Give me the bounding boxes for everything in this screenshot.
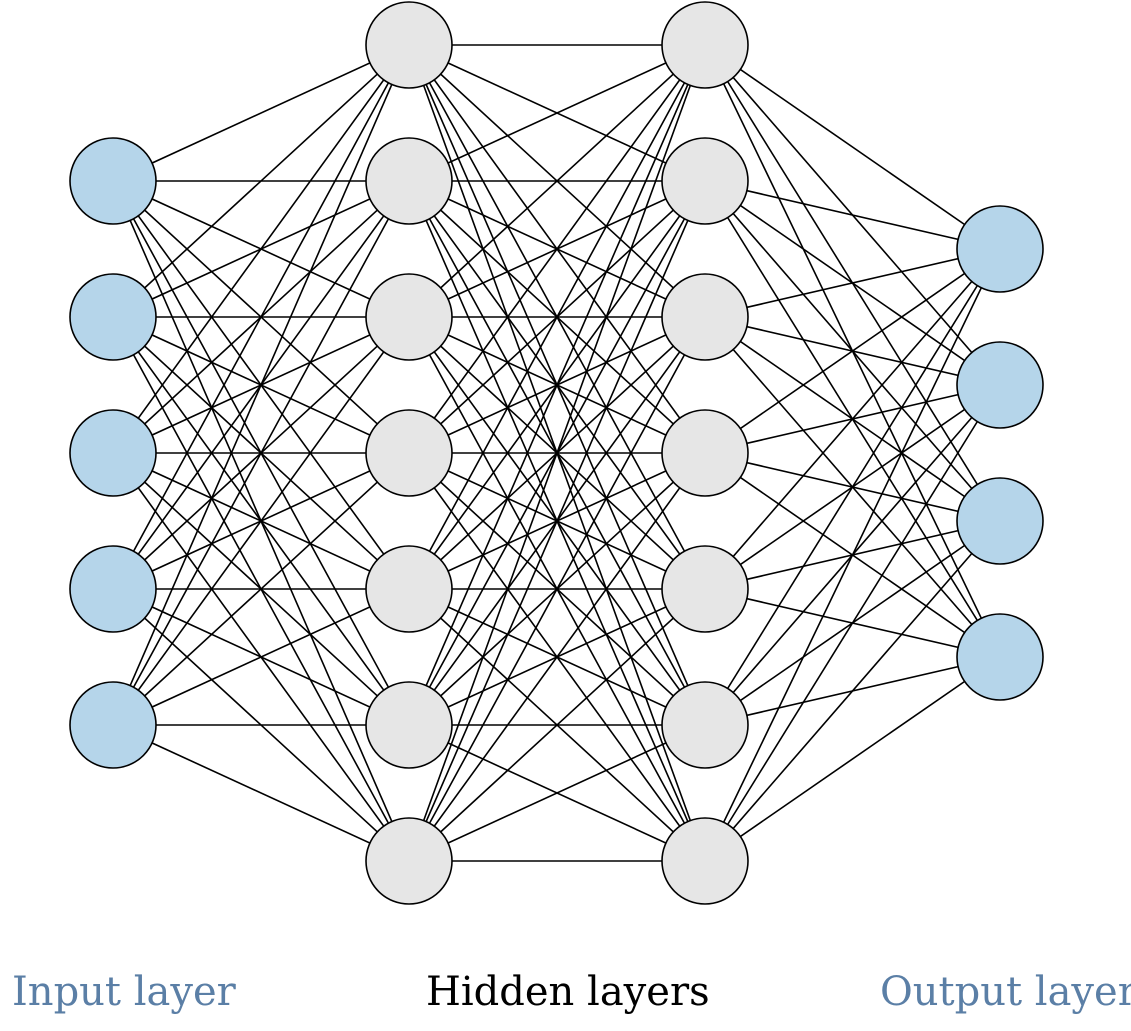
connection-l1-n5-to-l2-n5: [112, 588, 410, 726]
connection-l1-n5-to-l2-n1: [112, 44, 410, 726]
hidden-2-neuron-3: [661, 273, 749, 361]
connection-l1-n5-to-l2-n3: [112, 316, 410, 726]
input-neuron-4: [69, 545, 157, 633]
hidden-1-neuron-6: [365, 681, 453, 769]
hidden-layers-label: Hidden layers: [426, 969, 710, 1015]
hidden-1-neuron-7: [365, 817, 453, 905]
input-neuron-3: [69, 409, 157, 497]
output-neuron-4: [956, 613, 1044, 701]
input-neuron-1: [69, 137, 157, 225]
connection-l3-n3-to-l4-n1: [704, 248, 1001, 318]
output-neuron-2: [956, 341, 1044, 429]
connection-l3-n5-to-l4-n1: [704, 248, 1001, 590]
connection-l3-n4-to-l4-n1: [704, 248, 1001, 454]
hidden-2-neuron-7: [661, 817, 749, 905]
connection-l1-n2-to-l2-n1: [112, 44, 410, 318]
connection-l2-n7-to-l3-n6: [408, 724, 706, 862]
connection-l2-n7-to-l3-n2: [408, 180, 706, 862]
connection-l2-n7-to-l3-n1: [408, 44, 706, 862]
hidden-2-neuron-4: [661, 409, 749, 497]
connection-l3-n7-to-l4-n4: [704, 656, 1001, 862]
connections: [112, 44, 1001, 862]
hidden-1-neuron-1: [365, 1, 453, 89]
connection-l1-n5-to-l2-n4: [112, 452, 410, 726]
input-neuron-2: [69, 273, 157, 361]
input-neuron-5: [69, 681, 157, 769]
connection-l2-n3-to-l3-n1: [408, 44, 706, 318]
connection-l3-n7-to-l4-n2: [704, 384, 1001, 862]
connection-l2-n7-to-l3-n3: [408, 316, 706, 862]
connection-l1-n5-to-l2-n7: [112, 724, 410, 862]
connection-l3-n1-to-l4-n1: [704, 44, 1001, 250]
connection-l2-n5-to-l3-n1: [408, 44, 706, 590]
neurons: [69, 1, 1044, 905]
output-layer-label: Output layer: [880, 969, 1131, 1015]
connection-l1-n4-to-l2-n1: [112, 44, 410, 590]
connection-l2-n7-to-l3-n4: [408, 452, 706, 862]
connection-l1-n5-to-l2-n2: [112, 180, 410, 726]
hidden-1-neuron-5: [365, 545, 453, 633]
connection-l1-n3-to-l2-n1: [112, 44, 410, 454]
connection-l2-n2-to-l3-n1: [408, 44, 706, 182]
connection-l1-n1-to-l2-n1: [112, 44, 410, 182]
connection-l2-n7-to-l3-n5: [408, 588, 706, 862]
hidden-1-neuron-3: [365, 273, 453, 361]
connection-l2-n4-to-l3-n1: [408, 44, 706, 454]
connection-l2-n6-to-l3-n1: [408, 44, 706, 726]
input-layer-label: Input layer: [12, 969, 236, 1015]
hidden-2-neuron-6: [661, 681, 749, 769]
hidden-2-neuron-1: [661, 1, 749, 89]
connection-l3-n7-to-l4-n1: [704, 248, 1001, 862]
connection-l3-n6-to-l4-n1: [704, 248, 1001, 726]
output-neuron-1: [956, 205, 1044, 293]
hidden-1-neuron-2: [365, 137, 453, 225]
hidden-1-neuron-4: [365, 409, 453, 497]
hidden-2-neuron-5: [661, 545, 749, 633]
connection-l3-n2-to-l4-n1: [704, 180, 1001, 250]
connection-l3-n7-to-l4-n3: [704, 520, 1001, 862]
output-neuron-3: [956, 477, 1044, 565]
hidden-2-neuron-2: [661, 137, 749, 225]
